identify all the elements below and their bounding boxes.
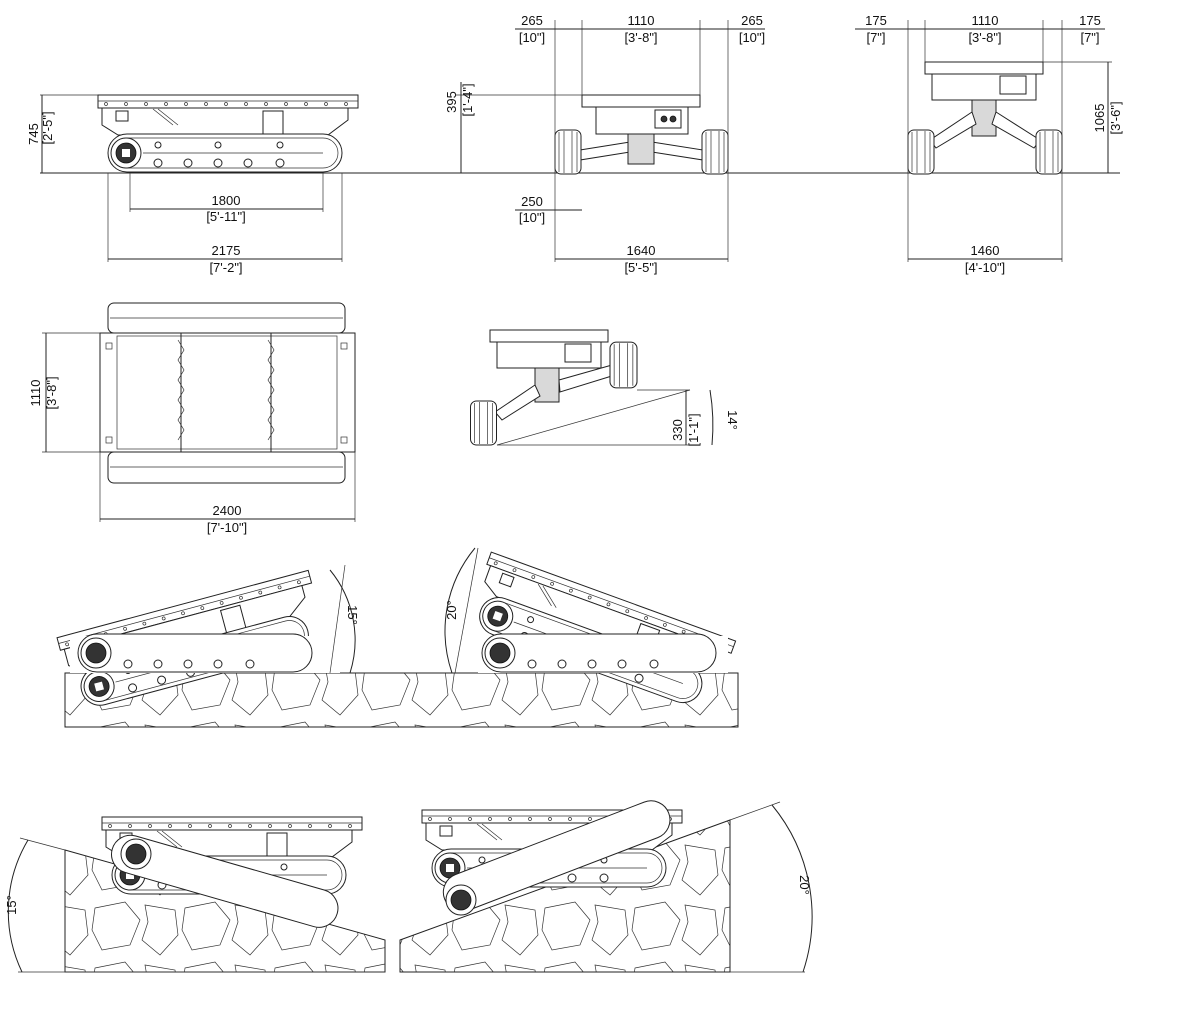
right-offset-mm: 175 (1079, 13, 1101, 28)
height-in: [3'-6"] (1108, 101, 1123, 134)
length-in: [7'-10"] (207, 520, 247, 535)
right-offset-in: [10"] (739, 30, 765, 45)
pitch-views: 15° 20° (56, 547, 739, 728)
slope-angle-b: 20° (797, 875, 812, 895)
width-in: [4'-10"] (965, 260, 1005, 275)
tilt-view: 330 [1'-1"] 14° (469, 329, 740, 447)
clearance-mm: 395 (444, 91, 459, 113)
crawler-side (97, 94, 359, 173)
length-mm: 2175 (212, 243, 241, 258)
pitch-angle-b: 20° (444, 600, 459, 620)
platform (99, 332, 356, 453)
height-mm: 1065 (1092, 104, 1107, 133)
tilt-angle: 14° (725, 410, 740, 430)
right-offset-in: [7"] (1080, 30, 1099, 45)
platform-in: [3'-8"] (624, 30, 657, 45)
track-pitch-20 (481, 633, 717, 673)
slope-views: 15° 20° (4, 800, 813, 973)
width-mm: 1460 (971, 243, 1000, 258)
track-bottom (107, 451, 346, 484)
slope-angle-a: 15° (4, 895, 19, 915)
left-offset-in: [7"] (866, 30, 885, 45)
height-in: [2'-5"] (40, 111, 55, 144)
track-mm: 250 (521, 194, 543, 209)
top-view: 1110 [3'-8"] 2400 [7'-10"] (28, 302, 356, 535)
right-wheel (701, 129, 729, 175)
right-wheel (609, 341, 638, 389)
front-view-low: 265 [10"] 1110 [3'-8"] 265 [10"] 395 [1'… (444, 13, 765, 275)
wheelbase-in: [5'-11"] (206, 209, 245, 224)
step-in: [1'-1"] (686, 413, 701, 446)
track-in: [10"] (519, 210, 545, 225)
step-mm: 330 (670, 419, 685, 441)
left-offset-mm: 265 (521, 13, 543, 28)
right-offset-mm: 265 (741, 13, 763, 28)
length-in: [7'-2"] (209, 260, 242, 275)
track-slope-15 (111, 834, 339, 928)
front-view-high: 175 [7"] 1110 [3'-8"] 175 [7"] 1065 [3'-… (855, 13, 1123, 275)
track-pitch-15 (77, 633, 313, 673)
height-mm: 745 (26, 123, 41, 145)
wheelbase-mm: 1800 (212, 193, 241, 208)
length-mm: 2400 (213, 503, 242, 518)
side-view: 745 [2'-5"] 1800 [5'-11"] 2175 [7'-2"] (26, 94, 359, 275)
left-offset-mm: 175 (865, 13, 887, 28)
right-wheel (1035, 129, 1063, 175)
width-in: [5'-5"] (624, 260, 657, 275)
left-wheel (907, 129, 935, 175)
clearance-in: [1'-4"] (460, 83, 475, 116)
platform-in: [3'-8"] (968, 30, 1001, 45)
width-mm: 1640 (627, 243, 656, 258)
track-slope-20 (442, 800, 671, 912)
left-offset-in: [10"] (519, 30, 545, 45)
platform-mm: 1110 (628, 13, 655, 28)
left-wheel (469, 400, 498, 446)
width-in: [3'-8"] (44, 376, 59, 409)
platform-mm: 1110 (972, 13, 999, 28)
pitch-angle-a: 15° (345, 605, 360, 625)
left-wheel (554, 129, 582, 175)
width-mm: 1110 (28, 380, 43, 407)
